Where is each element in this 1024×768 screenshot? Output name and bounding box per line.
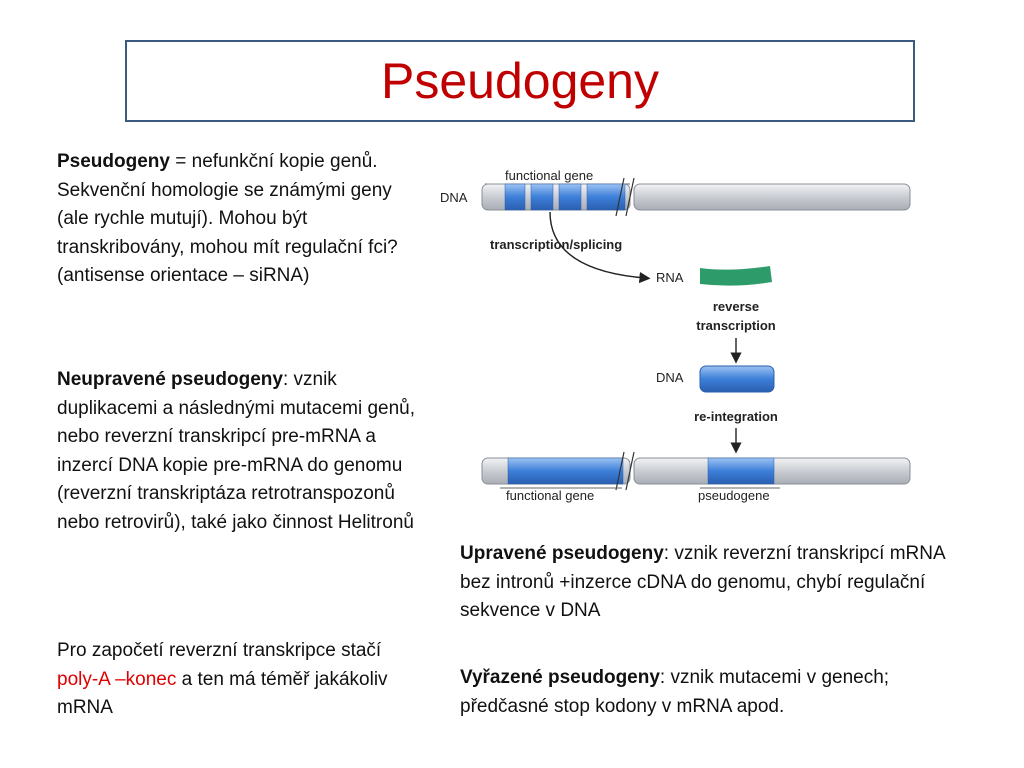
retrotransposition-diagram: functional gene DNA transcription/splici… [440,168,911,503]
exon-4 [586,183,626,211]
paragraph-poly-a: Pro započetí reverzní transkripce stačí … [57,637,422,723]
paragraph-pseudogeny: Pseudogeny = nefunkční kopie genů. Sekve… [57,148,422,291]
poly-a-text-after: a ten má téměř jakákoliv mRNA [57,668,388,719]
exon-2 [530,183,554,211]
label-reintegration: re-integration [694,409,778,424]
term-vyrazene: Vyřazené pseudogeny [460,667,660,688]
term-neupravene: Neupravené pseudogeny [57,369,283,390]
label-pseudogene: pseudogene [698,488,770,503]
definition-neupravene: : vznik duplikacemi a následnými mutacem… [57,369,416,533]
definition-vyrazene: : vznik mutacemi v genech; předčasné sto… [460,667,890,717]
definition-pseudogeny: = nefunkční kopie genů. Sekvenční homolo… [57,151,398,286]
paragraph-upravene: Upravené pseudogeny: vznik reverzní tran… [460,540,980,626]
label-rna: RNA [656,270,684,285]
term-pseudogeny: Pseudogeny [57,151,170,172]
functional-gene-segment [507,457,624,485]
paragraph-neupravene: Neupravené pseudogeny: vznik duplikacemi… [57,366,422,537]
label-dna-mid: DNA [656,370,684,385]
label-transcription-splicing: transcription/splicing [490,237,622,252]
exon-3 [558,183,582,211]
pseudogene-segment [707,457,775,485]
page-title: Pseudogeny [380,53,659,109]
dna-tube-bottom [481,451,911,491]
paragraph-vyrazene: Vyřazené pseudogeny: vznik mutacemi v ge… [460,664,980,721]
title-box: Pseudogeny [125,40,915,122]
rna-strand [700,266,772,286]
label-functional-gene-top: functional gene [505,168,593,183]
label-functional-gene-bottom: functional gene [506,488,594,503]
exon-1 [504,183,526,211]
label-dna-top: DNA [440,190,468,205]
dna-tube-top [481,177,911,217]
arrow-transcription [549,211,651,284]
cdna-tube [699,365,775,393]
definition-upravene: : vznik reverzní transkripcí mRNA bez in… [460,543,945,621]
label-transcription: transcription [696,318,776,333]
poly-a-highlight: poly-A –konec [57,668,177,690]
term-upravene: Upravené pseudogeny [460,543,664,564]
poly-a-text-before: Pro započetí reverzní transkripce stačí [57,640,382,661]
label-reverse: reverse [713,299,759,314]
